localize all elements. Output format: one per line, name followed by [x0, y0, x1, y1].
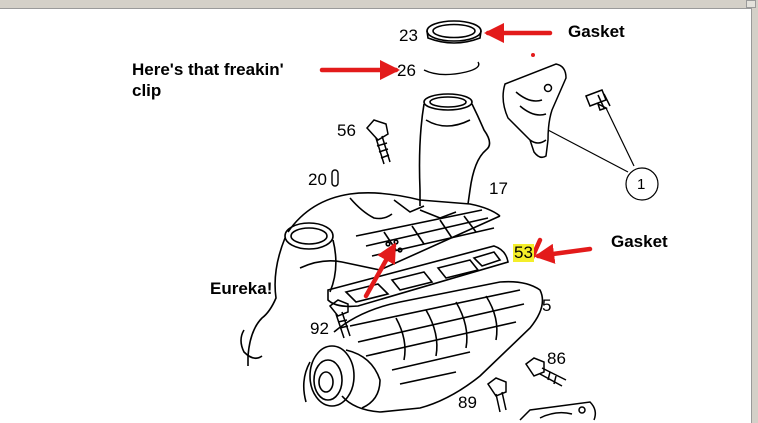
red-dot-mark	[531, 53, 535, 57]
bolt-89-drawing	[486, 377, 507, 413]
bracket-drawing	[502, 63, 567, 159]
bolt-drawing-right	[585, 89, 611, 111]
red-arrows	[319, 22, 593, 299]
red-arrow-icon	[533, 243, 593, 264]
callout-89: 89	[458, 393, 477, 412]
supercharger-5-drawing	[302, 280, 544, 413]
lower-bracket-drawing	[519, 401, 597, 421]
callout-92: 92	[310, 319, 329, 338]
window-top-frame	[0, 0, 758, 9]
annotation-eureka: Eureka!	[210, 279, 273, 298]
annotation-gasket-top: Gasket	[568, 22, 625, 41]
callout-5: 5	[542, 296, 552, 315]
window-scroll-button[interactable]	[746, 0, 756, 8]
bolt-56-drawing	[365, 119, 391, 165]
annotation-clip-note: Here's that freakin' clip	[132, 60, 284, 100]
window-scrollbar[interactable]	[751, 0, 758, 423]
clip-26-drawing	[423, 61, 480, 76]
callout-1: 1	[637, 176, 646, 193]
gasket-23-drawing	[426, 20, 482, 44]
callout-86: 86	[547, 349, 566, 368]
callout-17: 17	[489, 179, 508, 198]
throttle-inlet-drawing	[240, 222, 337, 366]
red-arrow-icon	[363, 242, 397, 299]
callout-23: 23	[399, 26, 418, 45]
gasket-53-drawing	[327, 245, 509, 308]
callout-56: 56	[337, 121, 356, 140]
intake-manifold-drawing	[287, 93, 501, 271]
callout-26: 26	[397, 61, 416, 80]
callout-53: 53	[513, 243, 534, 262]
clip-note-background	[128, 55, 308, 105]
bolt-86-drawing	[524, 357, 567, 387]
callout-1-leaders	[547, 107, 659, 201]
annotation-gasket-right: Gasket	[611, 232, 668, 251]
spacer-20-drawing	[331, 169, 339, 187]
callout-20: 20	[308, 170, 327, 189]
bolt-92-drawing	[328, 299, 351, 339]
